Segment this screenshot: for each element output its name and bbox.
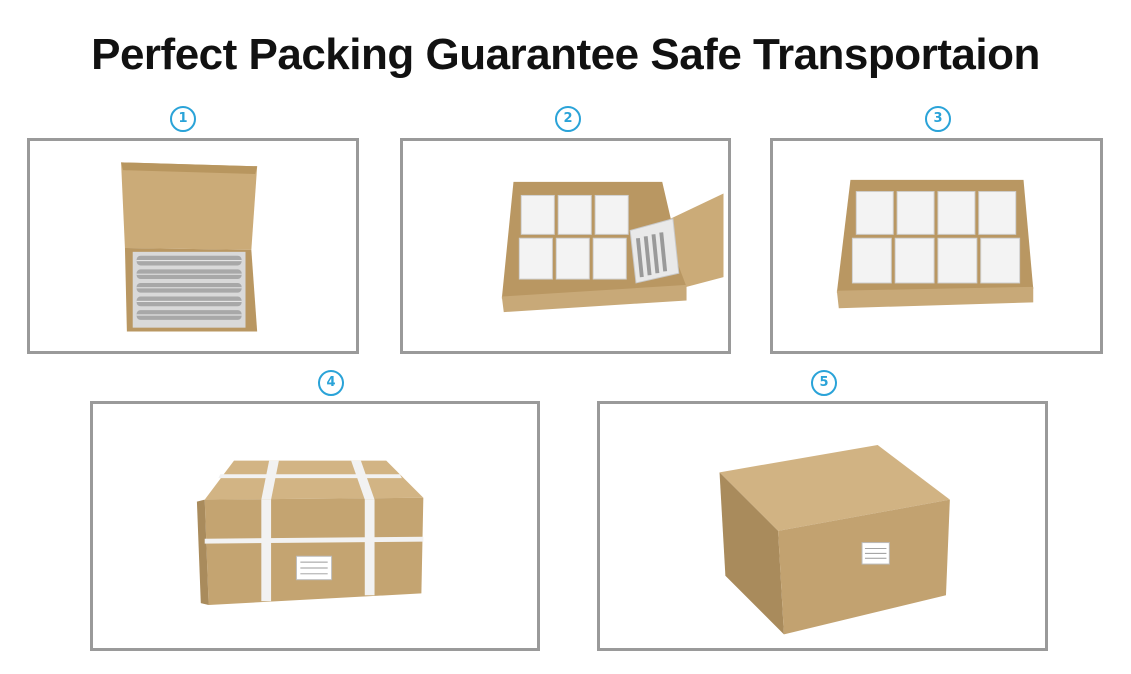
step-badge-5: 5 <box>811 370 837 396</box>
strapped-box-image <box>196 460 424 606</box>
page-title: Perfect Packing Guarantee Safe Transport… <box>91 30 1040 79</box>
step-4-photo <box>90 401 540 651</box>
step-2-photo <box>400 138 731 354</box>
closed-box-image <box>719 444 950 635</box>
step-badge-4: 4 <box>318 370 344 396</box>
open-box-coils-image <box>121 162 258 332</box>
step-5-photo <box>597 401 1048 651</box>
step-badge-2: 2 <box>555 106 581 132</box>
step-3-photo <box>770 138 1103 354</box>
step-1-photo <box>27 138 359 354</box>
step-badge-1: 1 <box>170 106 196 132</box>
box-with-cartons-image <box>501 181 724 313</box>
box-full-cartons-image <box>836 179 1034 309</box>
step-badge-3: 3 <box>925 106 951 132</box>
